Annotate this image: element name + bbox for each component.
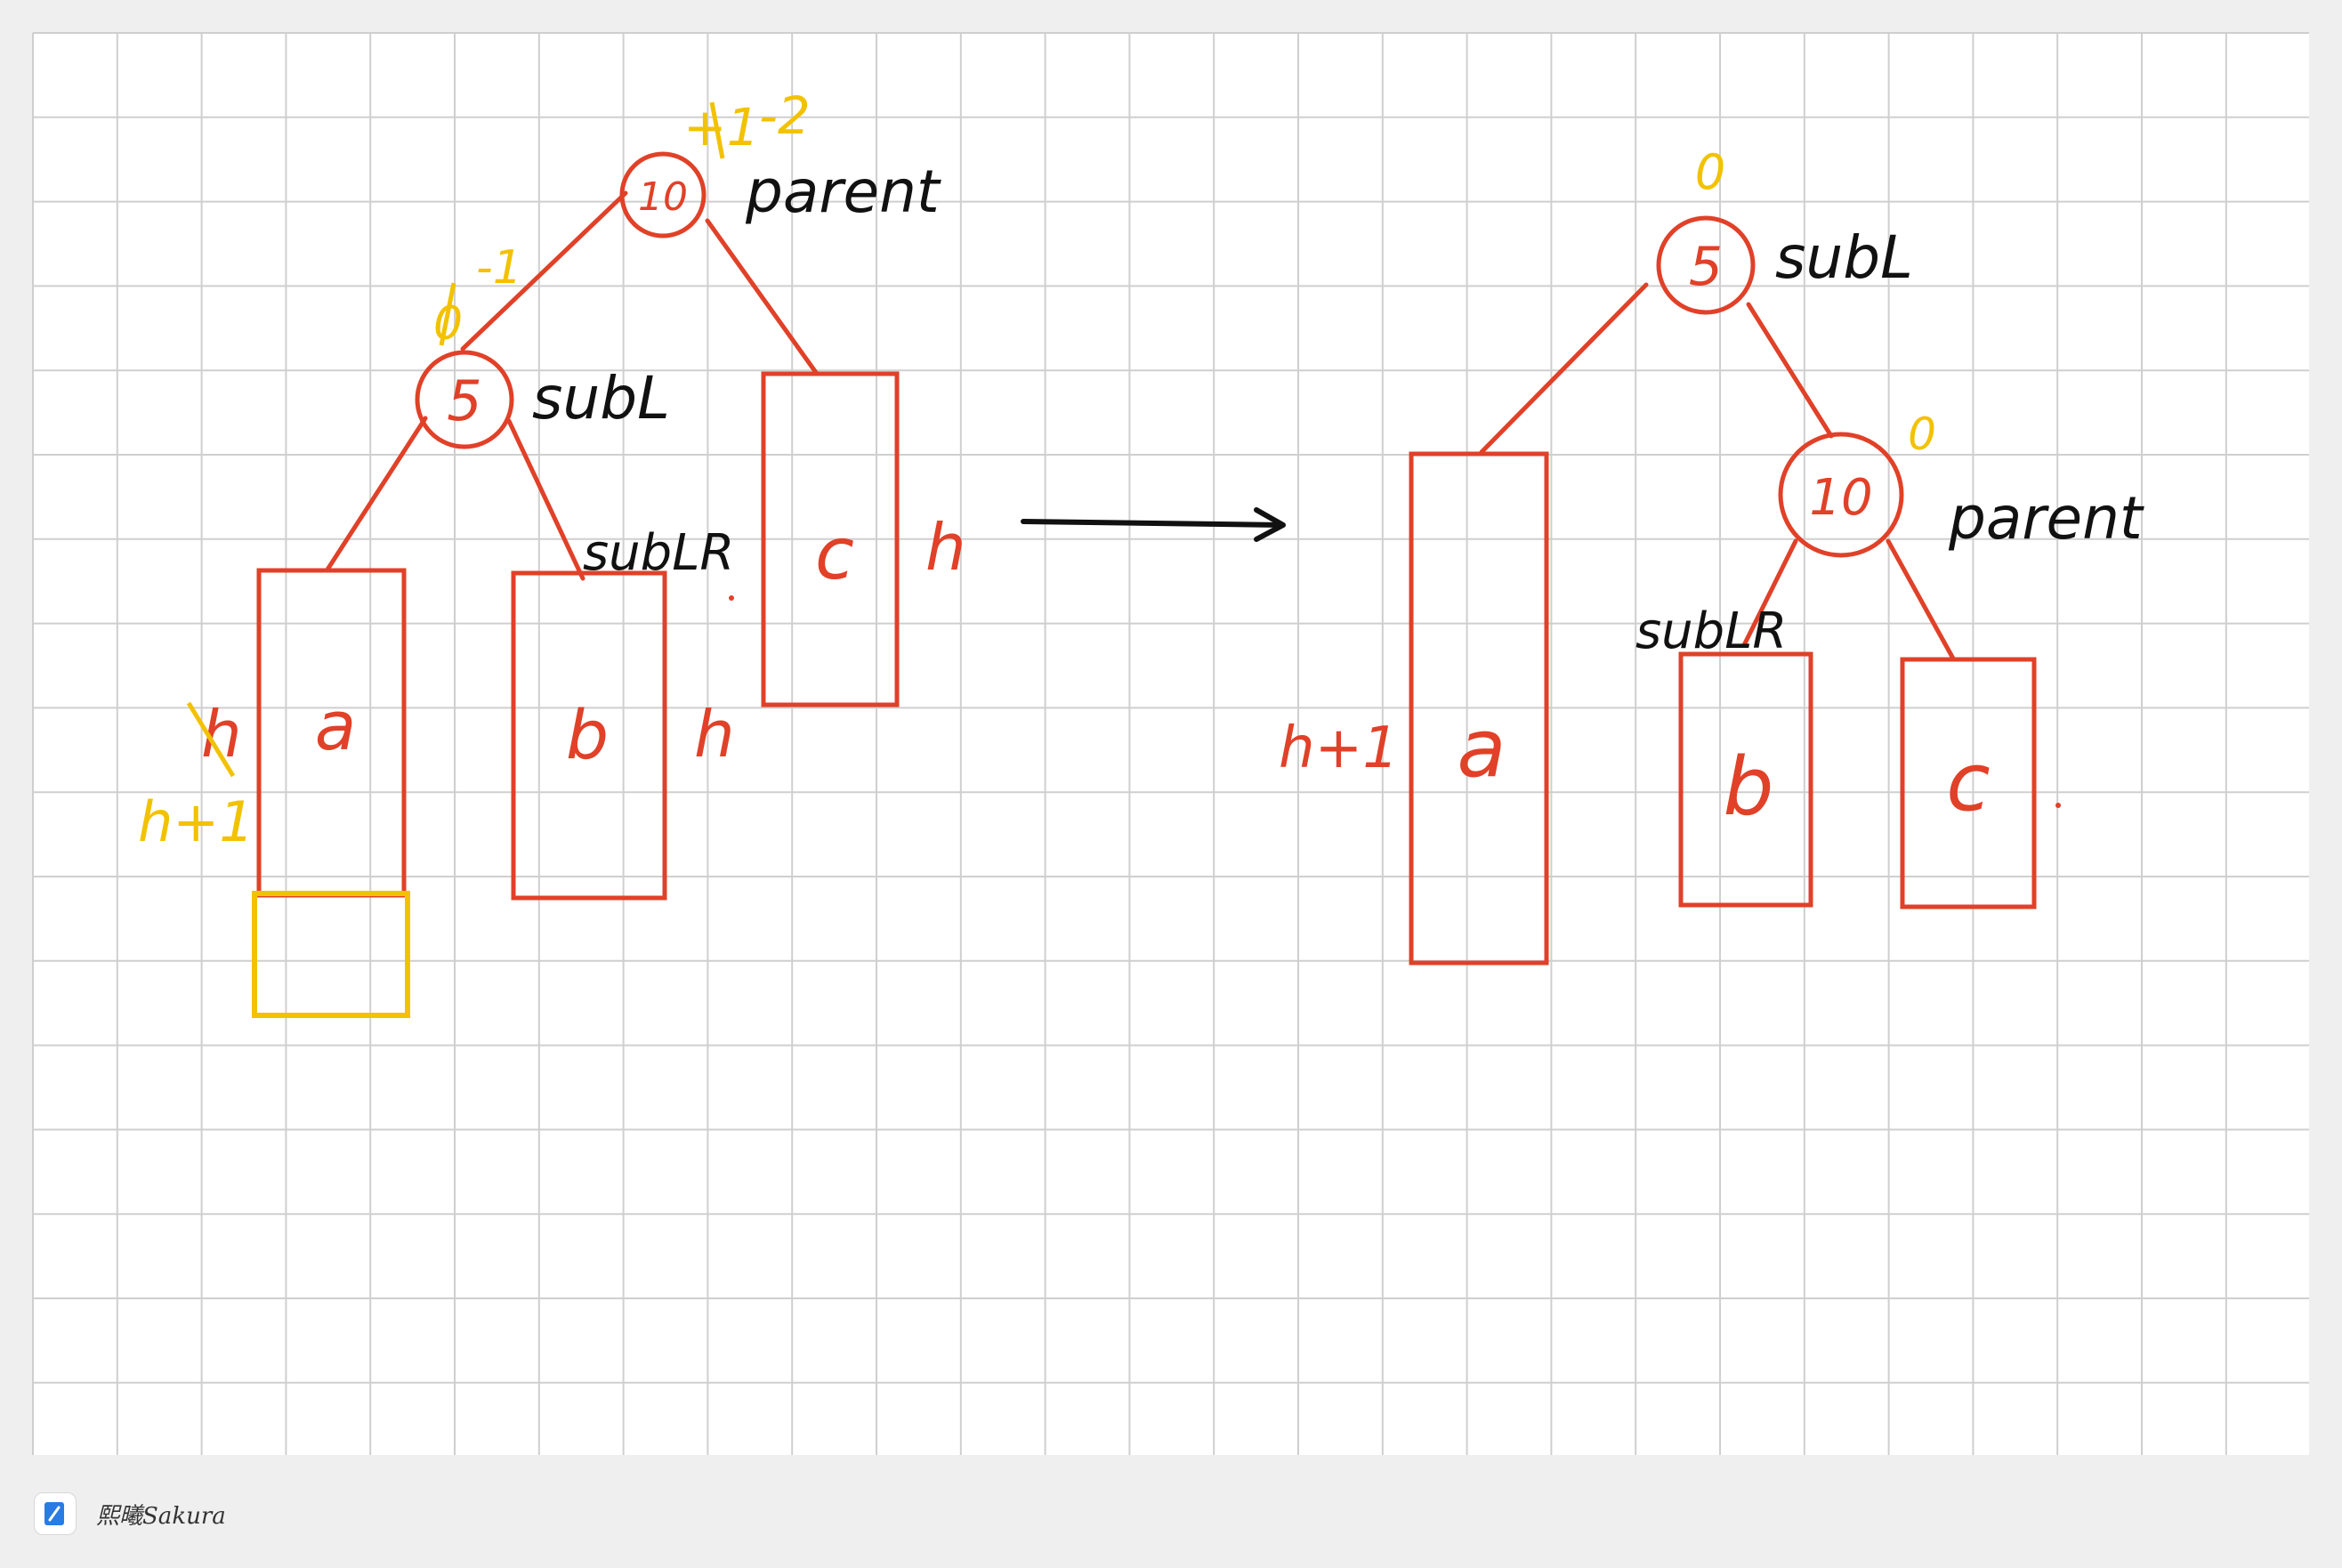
parent-bf-strike xyxy=(709,101,725,159)
edge-subL-a xyxy=(325,416,428,572)
after-subtree-a-box xyxy=(1409,451,1549,966)
edge-parent-b xyxy=(1741,538,1798,648)
edge-root-a xyxy=(1479,282,1649,455)
subtree-c-label: c xyxy=(815,513,854,595)
after-subtree-c-label: c xyxy=(1946,736,1990,829)
node-child-circle xyxy=(1778,432,1904,558)
after-subLR-name-label: subLR xyxy=(1635,602,1787,660)
stray-dot-2 xyxy=(2055,803,2061,808)
grid-lines xyxy=(32,32,2309,1455)
edge-parent-c xyxy=(705,218,820,376)
subL-name-label: subL xyxy=(532,364,670,432)
subL-bf-new: -1 xyxy=(476,241,522,295)
subtree-a-height-strike xyxy=(186,701,236,778)
node-root-circle xyxy=(1656,215,1756,315)
parent-name-label: parent xyxy=(745,158,941,226)
after-subtree-a-height: h+1 xyxy=(1279,715,1399,781)
node-subL-circle xyxy=(415,350,514,449)
child-bf: 0 xyxy=(1908,408,1936,460)
child-name-label: parent xyxy=(1948,484,2144,553)
edge-subL-b xyxy=(506,418,586,581)
subL-key-text: 5 xyxy=(447,368,481,433)
grid-paper xyxy=(33,33,2309,1455)
root-key-text: 5 xyxy=(1689,236,1723,298)
subtree-b-label: b xyxy=(566,695,609,774)
subtree-a-height-new: h+1 xyxy=(138,789,254,854)
root-name-label: subL xyxy=(1775,223,1913,292)
before-tree xyxy=(256,151,900,901)
subtree-c-box xyxy=(761,371,900,707)
after-tree xyxy=(1409,215,2037,966)
parent-key-text: 10 xyxy=(638,174,688,220)
node-parent-circle xyxy=(619,151,707,238)
after-subtree-a-label: a xyxy=(1457,702,1506,796)
edge-parent-subL xyxy=(460,190,628,352)
arrow-right-icon xyxy=(1021,507,1286,542)
subtree-c-height: h xyxy=(925,510,966,585)
parent-bf-new: -2 xyxy=(759,85,811,146)
footer-watermark: 熙曦Sakura xyxy=(34,1491,226,1537)
inserted-node-box xyxy=(252,891,410,1018)
subtree-b-box xyxy=(511,570,667,901)
child-key-text: 10 xyxy=(1809,469,1872,527)
root-bf: 0 xyxy=(1695,144,1725,200)
subL-bf-strike xyxy=(439,282,456,346)
note-app-icon xyxy=(34,1492,77,1535)
subLR-name-label: subLR xyxy=(583,524,734,582)
after-subtree-b-box xyxy=(1678,651,1813,908)
stray-dot xyxy=(729,595,734,601)
after-subtree-c-box xyxy=(1900,657,2037,909)
edge-root-parent xyxy=(1746,302,1834,439)
subtree-b-height: h xyxy=(694,697,735,772)
author-name: 熙曦Sakura xyxy=(96,1502,226,1530)
edge-parent-c2 xyxy=(1886,538,1956,661)
after-subtree-b-label: b xyxy=(1723,740,1773,834)
subtree-a-label: a xyxy=(315,686,357,765)
